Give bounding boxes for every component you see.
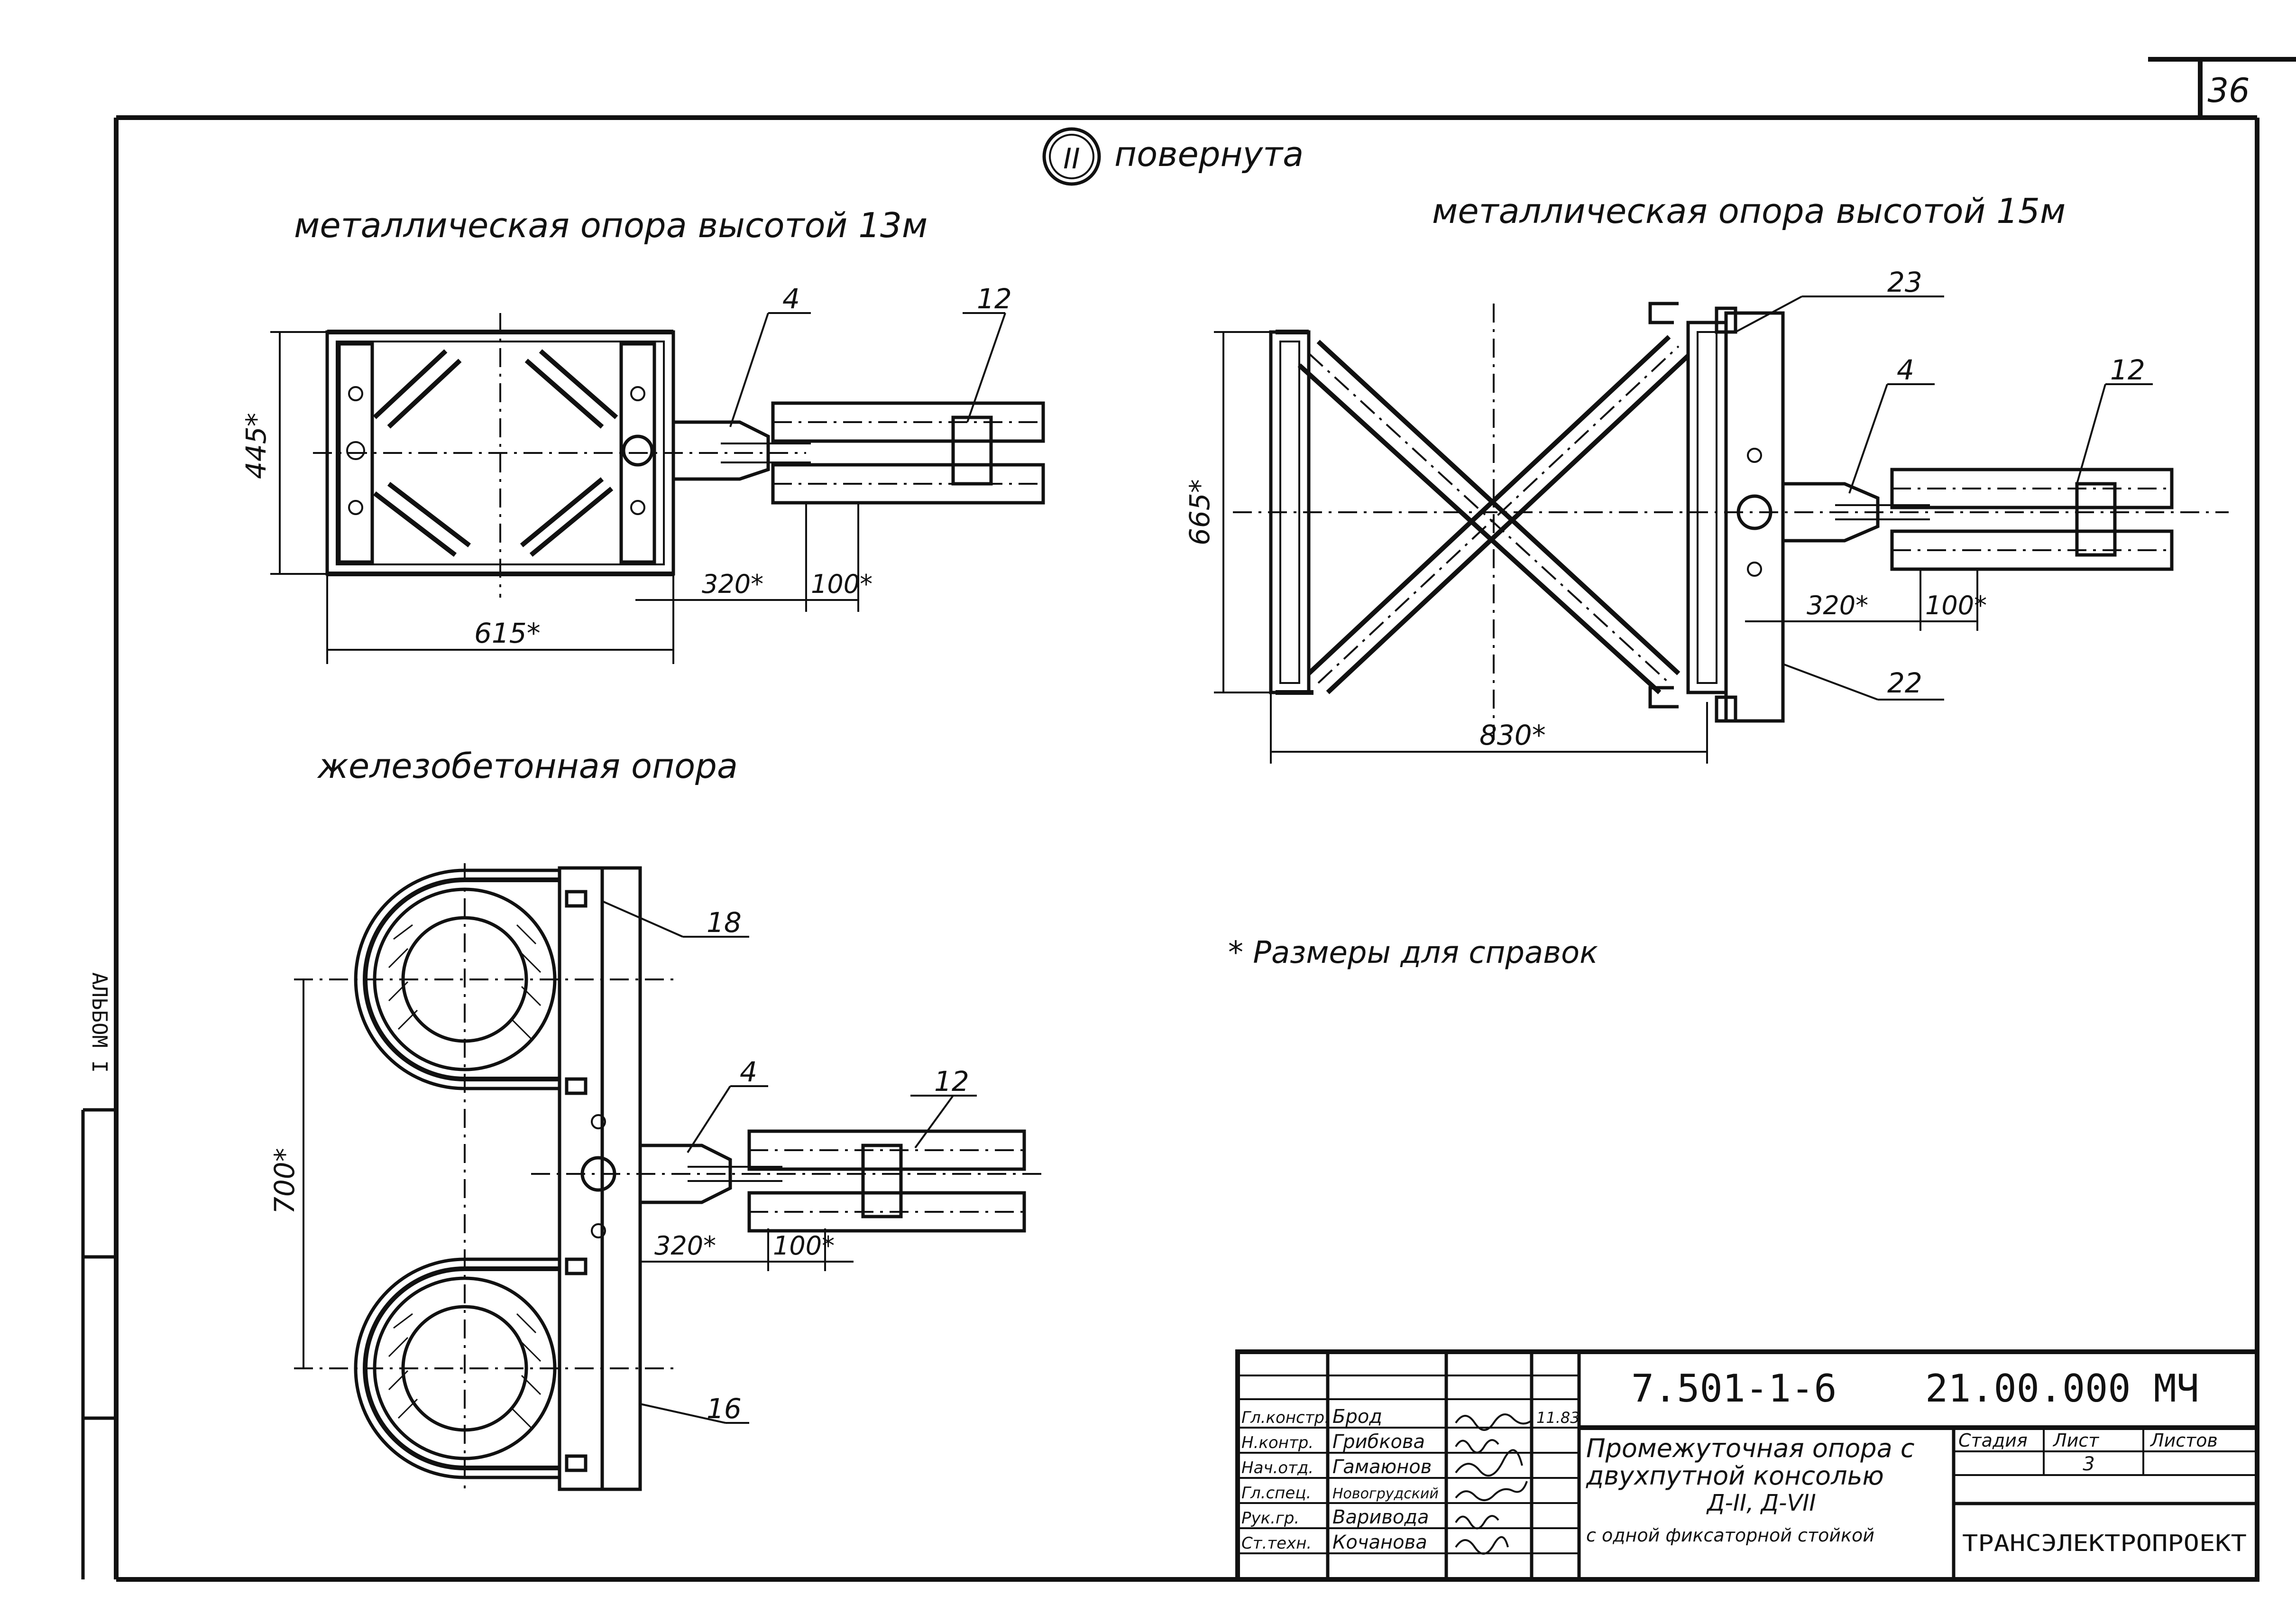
concrete-dim-clamp: 100* (773, 1231, 835, 1261)
role-1: Гл.констр. (1241, 1408, 1330, 1427)
role-6: Ст.техн. (1241, 1534, 1312, 1553)
role-5: Рук.гр. (1241, 1509, 1299, 1528)
name-6: Кочанова (1332, 1532, 1427, 1553)
concrete-dim-spacing: 700* (268, 1148, 301, 1214)
stage-label: Стадия (1958, 1430, 2028, 1451)
concrete-callout-clamp: 18 (707, 906, 742, 939)
metal15-title: металлическая опора высотой 15м (1432, 191, 2066, 231)
name-1: Брод (1332, 1406, 1382, 1428)
metal13-callout-bracket: 4 (782, 283, 800, 315)
description-line-3: Д-II, Д-VII (1706, 1490, 1816, 1516)
metal15-callout-bolt: 23 (1887, 266, 1922, 298)
role-4: Гл.спец. (1241, 1484, 1311, 1503)
role-3: Нач.отд. (1241, 1458, 1313, 1477)
metal15-dim-offset: 320* (1807, 591, 1868, 620)
section-marker: II (1042, 127, 1101, 186)
side-stamp: АЛЬБОМ I (87, 972, 111, 1073)
metal15-dim-height: 665* (1184, 479, 1216, 545)
metal13-callout-wire: 12 (977, 283, 1012, 315)
name-3: Гамаюнов (1332, 1456, 1432, 1478)
metal13-dim-offset: 320* (702, 569, 763, 599)
metal15-view (1214, 295, 2229, 764)
drawing-number: 21.00.000 МЧ (1925, 1366, 2199, 1411)
metal15-callout-plate: 22 (1887, 667, 1922, 699)
pipe-hatching (388, 924, 542, 1429)
sheets-label: Листов (2149, 1430, 2218, 1451)
name-4: Новогрудский (1332, 1486, 1439, 1502)
metal15-dim-clamp: 100* (1925, 591, 1987, 620)
doc-code: 7.501-1-6 (1631, 1366, 1837, 1411)
concrete-dim-offset: 320* (654, 1231, 716, 1261)
metal13-dim-height: 445* (240, 413, 272, 479)
organization: ТРАНСЭЛЕКТРОПРОЕКТ (1962, 1530, 2247, 1557)
title-block (1235, 1349, 2259, 1582)
description-line-2: двухпутной консолью (1586, 1461, 1884, 1491)
description-line-1: Промежуточная опора с (1586, 1433, 1915, 1463)
reference-note: * Размеры для справок (1228, 935, 1598, 970)
role-2: Н.контр. (1241, 1433, 1313, 1452)
description-line-4: с одной фиксаторной стойкой (1586, 1525, 1874, 1546)
sheet-value: 3 (2083, 1453, 2094, 1475)
signatures (1455, 1413, 1533, 1555)
rotated-note: повернута (1114, 134, 1304, 174)
sheet-label: Лист (2052, 1430, 2100, 1451)
section-marker-label: II (1063, 142, 1080, 175)
metal15-callout-wire: 12 (2110, 354, 2145, 386)
metal13-view (270, 312, 1045, 664)
metal13-dim-clamp: 100* (811, 569, 872, 599)
name-5: Варивода (1332, 1506, 1429, 1528)
concrete-callout-wire: 12 (934, 1065, 969, 1098)
concrete-title: железобетонная опора (317, 746, 738, 786)
sheet-number: 36 (2207, 71, 2250, 110)
approval-date: 11.83 (1536, 1409, 1580, 1427)
metal13-dim-width: 615* (474, 617, 541, 649)
name-2: Грибкова (1332, 1431, 1425, 1453)
metal15-callout-bracket: 4 (1897, 354, 1914, 386)
concrete-callout-bracket: 4 (740, 1056, 757, 1088)
metal13-title: металлическая опора высотой 13м (294, 205, 928, 245)
concrete-view (294, 863, 1043, 1494)
concrete-callout-beam: 16 (707, 1393, 742, 1425)
metal15-dim-width: 830* (1479, 719, 1546, 751)
